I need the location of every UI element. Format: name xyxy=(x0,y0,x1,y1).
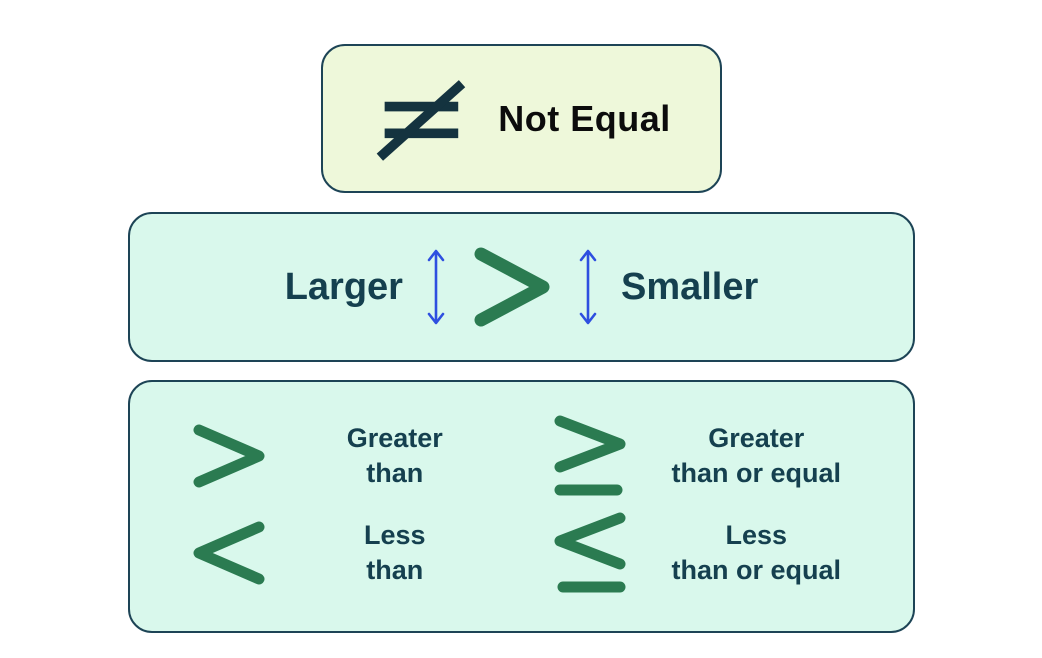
greater-than-item: Greater than xyxy=(160,421,522,491)
label-line2: than xyxy=(366,554,424,585)
not-equal-label: Not Equal xyxy=(498,97,671,139)
label-line1: Less xyxy=(363,519,426,550)
less-than-or-equal-icon xyxy=(553,511,627,595)
greater-than-or-equal-label: Greater than or equal xyxy=(661,421,851,491)
greater-than-icon xyxy=(473,246,551,328)
larger-label: Larger xyxy=(284,265,403,308)
label-line2: than or equal xyxy=(671,554,841,585)
comparison-symbols-card: Greater than Greater than or equal Less xyxy=(128,380,915,633)
less-than-label: Less than xyxy=(300,518,490,588)
smaller-label: Smaller xyxy=(620,265,759,308)
label-line2: than or equal xyxy=(671,458,841,489)
larger-smaller-card: Larger Smaller xyxy=(128,212,915,362)
greater-than-icon xyxy=(192,423,266,489)
label-line2: than xyxy=(366,458,424,489)
greater-than-or-equal-item: Greater than or equal xyxy=(522,414,884,498)
label-line1: Greater xyxy=(346,423,443,454)
label-line1: Less xyxy=(725,519,788,550)
greater-than-label: Greater than xyxy=(300,421,490,491)
up-down-arrow-icon xyxy=(425,247,447,327)
less-than-item: Less than xyxy=(160,518,522,588)
less-than-or-equal-label: Less than or equal xyxy=(661,518,851,588)
less-than-or-equal-item: Less than or equal xyxy=(522,511,884,595)
not-equal-icon xyxy=(372,76,468,162)
up-down-arrow-icon xyxy=(577,247,599,327)
less-than-icon xyxy=(192,520,266,586)
greater-than-or-equal-icon xyxy=(553,414,627,498)
label-line1: Greater xyxy=(708,423,805,454)
not-equal-card: Not Equal xyxy=(321,44,722,193)
